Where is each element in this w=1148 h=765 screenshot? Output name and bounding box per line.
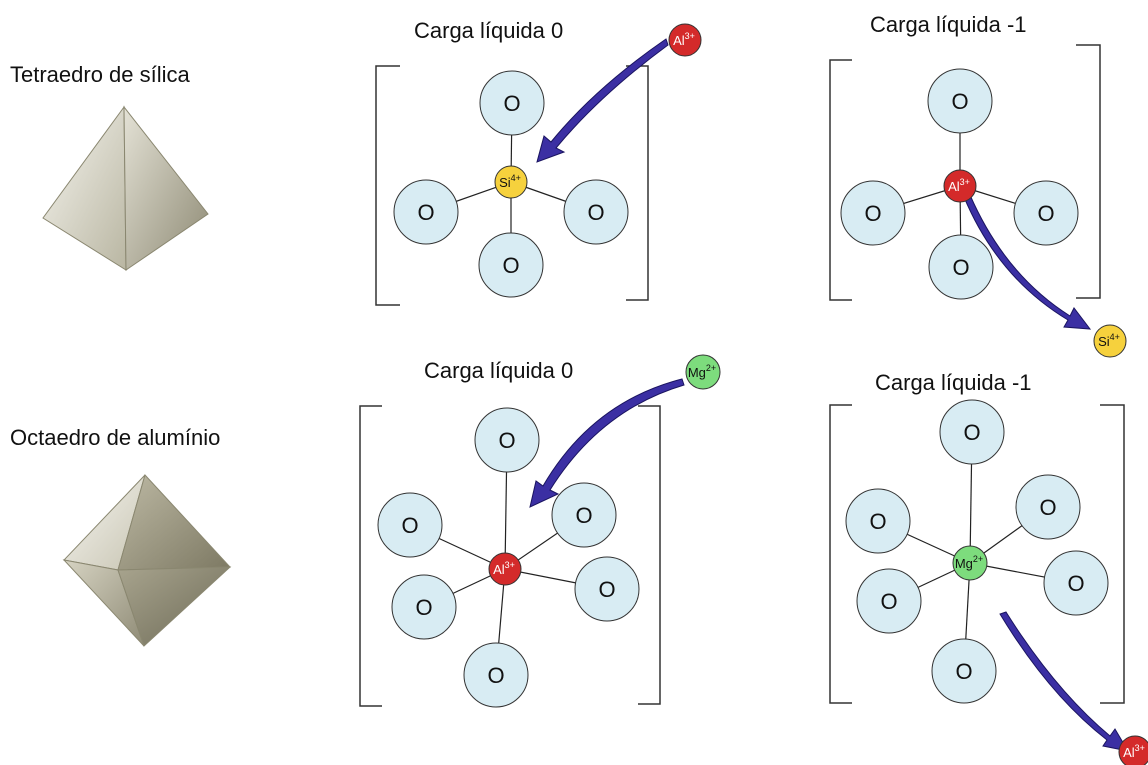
bracket-4-right-b — [1100, 404, 1125, 704]
cation-symbol: Al — [673, 33, 685, 48]
oxygen-atom: O — [1013, 180, 1079, 246]
arrow-si-out-of-tetrahedron — [963, 194, 1092, 330]
oxygen-label: O — [598, 577, 615, 602]
cation-symbol: Mg — [955, 556, 973, 571]
bracket-3-left — [359, 405, 382, 707]
oxygen-atom: O — [479, 70, 545, 136]
cation-label: Al3+ — [673, 31, 695, 48]
cation-charge: 3+ — [1135, 743, 1145, 753]
bracket-2-left — [829, 59, 852, 301]
arrow-al-out-of-octahedron — [999, 611, 1130, 752]
octahedron-title: Octaedro de alumínio — [10, 425, 221, 450]
oxygen-label: O — [401, 513, 418, 538]
arrow-mg-into-octahedron — [529, 378, 685, 508]
bracket-1-right — [626, 65, 649, 301]
oxygen-label: O — [1067, 571, 1084, 596]
oxygen-atoms: O O O O O O O O O O O O O O O O O O O O — [377, 68, 1109, 708]
oxygen-atom: O — [474, 407, 540, 473]
oxygen-atom: O — [1015, 474, 1081, 540]
cation-symbol: Mg — [688, 365, 706, 380]
oxygen-label: O — [503, 91, 520, 116]
al-cation-center-3: Al3+ — [488, 552, 522, 586]
cation-label: Al3+ — [948, 177, 970, 194]
cation-symbol: Si — [499, 175, 511, 190]
oxygen-label: O — [952, 255, 969, 280]
oxygen-atom: O — [845, 488, 911, 554]
bracket-1-left — [375, 65, 400, 306]
mg-cation-center-4: Mg2+ — [952, 545, 988, 581]
cations: Si4+Al3+Al3+Si4+Al3+Mg2+Mg2+Al3+ — [488, 23, 1148, 765]
oxygen-label: O — [487, 663, 504, 688]
oxygen-label: O — [417, 200, 434, 225]
cation-symbol: Al — [948, 179, 960, 194]
oxygen-atom: O — [927, 68, 993, 134]
tetrahedron-shape — [42, 105, 209, 271]
oxygen-atom: O — [574, 556, 640, 622]
oxygen-atom: O — [377, 492, 443, 558]
cation-charge: 3+ — [960, 177, 970, 187]
oxygen-atom: O — [1043, 550, 1109, 616]
bracket-2-right — [1076, 44, 1101, 299]
cation-label: Si4+ — [499, 173, 521, 190]
oxygen-label: O — [575, 503, 592, 528]
tetrahedron-title: Tetraedro de sílica — [10, 62, 190, 87]
panel-4-title: Carga líquida -1 — [875, 370, 1032, 395]
oxygen-atom: O — [928, 234, 994, 300]
oxygen-atom: O — [856, 568, 922, 634]
cation-charge: 4+ — [511, 173, 521, 183]
oxygen-atom: O — [551, 482, 617, 548]
oxygen-atom: O — [840, 180, 906, 246]
oxygen-atom: O — [463, 642, 529, 708]
octahedron-shape — [62, 474, 232, 647]
oxygen-label: O — [502, 253, 519, 278]
oxygen-atom: O — [391, 574, 457, 640]
cation-label: Mg2+ — [688, 363, 716, 380]
al-cation-center-2: Al3+ — [943, 169, 977, 203]
cation-symbol: Al — [1123, 745, 1135, 760]
si-cation-outgoing-2: Si4+ — [1093, 324, 1127, 358]
arrows — [529, 38, 1130, 752]
oxygen-label: O — [587, 200, 604, 225]
cation-label: Al3+ — [1123, 743, 1145, 760]
oxygen-label: O — [963, 420, 980, 445]
oxygen-atom: O — [939, 399, 1005, 465]
cation-label: Mg2+ — [955, 554, 983, 571]
cation-symbol: Al — [493, 562, 505, 577]
oxygen-atom: O — [563, 179, 629, 245]
bracket-4-left — [829, 404, 852, 704]
bracket-4-right — [638, 405, 661, 705]
cation-label: Si4+ — [1098, 332, 1120, 349]
cation-charge: 2+ — [706, 363, 716, 373]
oxygen-atom: O — [478, 232, 544, 298]
oxygen-atom: O — [393, 179, 459, 245]
cation-charge: 3+ — [685, 31, 695, 41]
oxygen-label: O — [951, 89, 968, 114]
panel-1-title: Carga líquida 0 — [414, 18, 564, 43]
oxygen-atom: O — [931, 638, 997, 704]
mg-cation-incoming-3: Mg2+ — [685, 354, 721, 390]
oxygen-label: O — [1039, 495, 1056, 520]
si-cation-center-1: Si4+ — [494, 165, 528, 199]
cation-charge: 2+ — [973, 554, 983, 564]
arrow-al-into-tetrahedron — [536, 38, 669, 163]
oxygen-label: O — [880, 589, 897, 614]
cation-symbol: Si — [1098, 334, 1110, 349]
panel-2-title: Carga líquida -1 — [870, 12, 1027, 37]
al-cation-outgoing-4: Al3+ — [1118, 735, 1148, 765]
cation-charge: 3+ — [505, 560, 515, 570]
cation-label: Al3+ — [493, 560, 515, 577]
al-cation-incoming-1: Al3+ — [668, 23, 702, 57]
panel-3-title: Carga líquida 0 — [424, 358, 574, 383]
oxygen-label: O — [869, 509, 886, 534]
oxygen-label: O — [864, 201, 881, 226]
oxygen-label: O — [955, 659, 972, 684]
oxygen-label: O — [415, 595, 432, 620]
cation-charge: 4+ — [1110, 332, 1120, 342]
oxygen-label: O — [1037, 201, 1054, 226]
brackets — [359, 44, 1125, 707]
oxygen-label: O — [498, 428, 515, 453]
